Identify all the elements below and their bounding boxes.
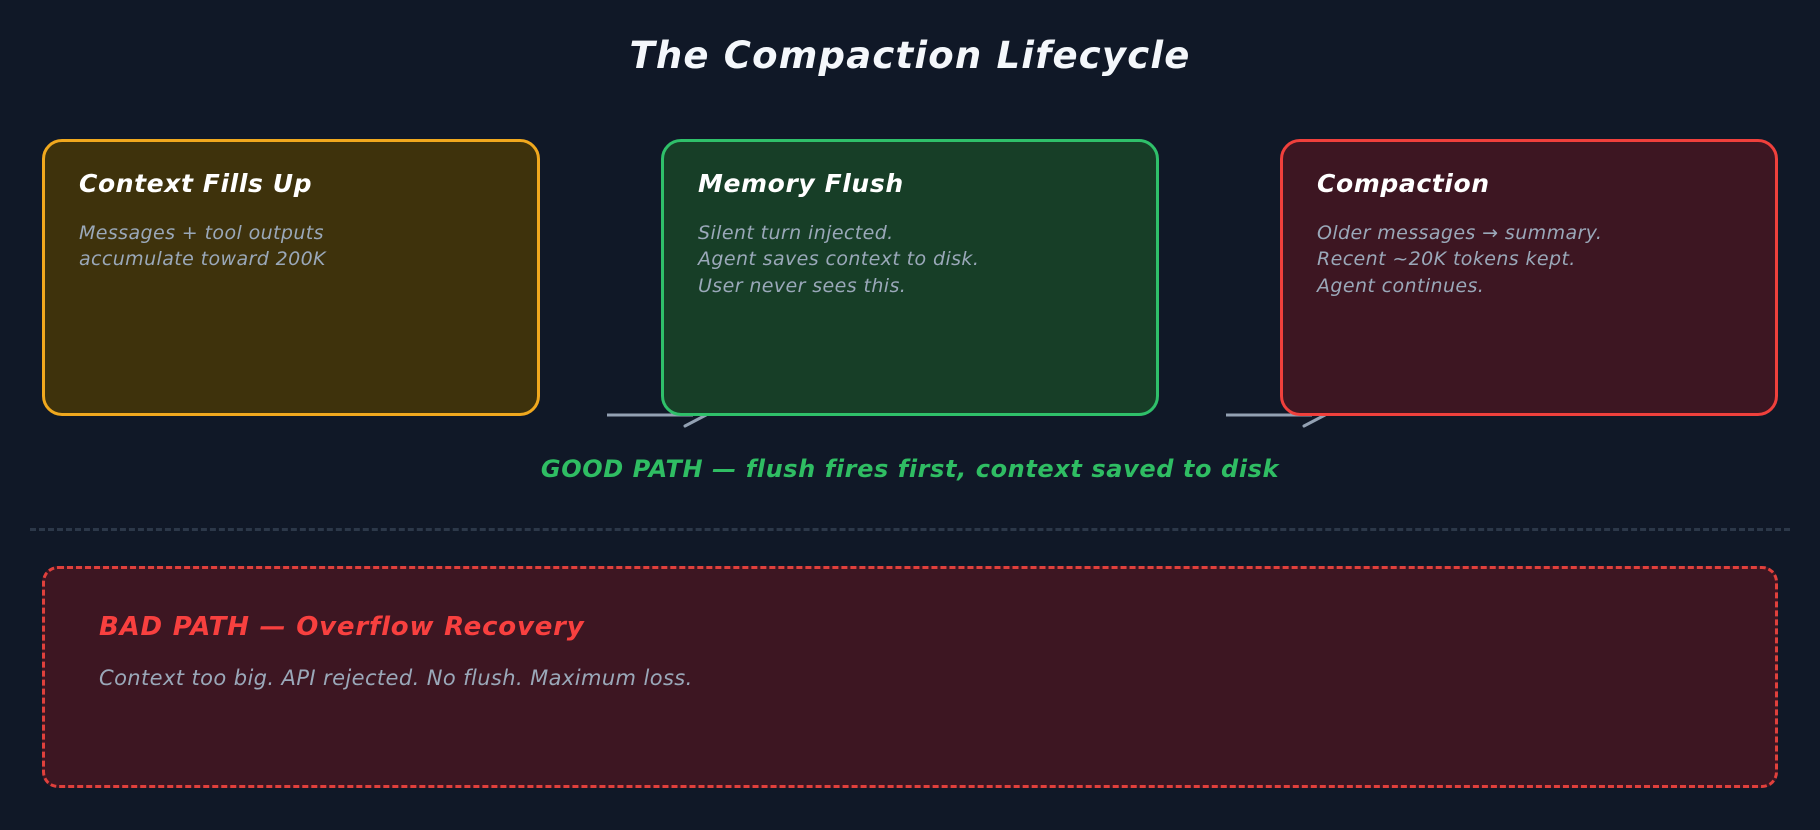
stage-row: Context Fills Up Messages + tool outputs…	[42, 139, 1778, 428]
stage-card-context-fills-up[interactable]: Context Fills Up Messages + tool outputs…	[42, 139, 540, 416]
stage-body: Silent turn injected. Agent saves contex…	[698, 220, 1122, 301]
section-divider	[30, 528, 1790, 531]
stage-body-line: Silent turn injected.	[698, 221, 894, 244]
stage-card-memory-flush[interactable]: Memory Flush Silent turn injected. Agent…	[661, 139, 1159, 416]
stage-card-compaction[interactable]: Compaction Older messages → summary. Rec…	[1280, 139, 1778, 416]
stage-body-line: Agent saves context to disk.	[698, 248, 980, 271]
stage-body: Older messages → summary. Recent ~20K to…	[1317, 220, 1741, 301]
bad-path-body: Context too big. API rejected. No flush.…	[99, 665, 693, 690]
bad-path-title: BAD PATH — Overflow Recovery	[99, 612, 585, 642]
stage-body-line: Older messages → summary.	[1317, 221, 1603, 244]
stage-title: Compaction	[1317, 169, 1490, 198]
good-path-caption: GOOD PATH — flush fires first, context s…	[540, 455, 1280, 483]
stage-body-line: Agent continues.	[1317, 275, 1485, 298]
stage-body-line: User never sees this.	[698, 275, 907, 298]
stage-body-line: accumulate toward 200K	[79, 248, 326, 271]
stage-body-line: Messages + tool outputs	[79, 221, 324, 244]
bad-path-panel[interactable]: BAD PATH — Overflow Recovery Context too…	[42, 566, 1778, 788]
stage-title: Memory Flush	[698, 169, 904, 198]
stage-body-line: Recent ~20K tokens kept.	[1317, 248, 1576, 271]
page-title: The Compaction Lifecycle	[629, 34, 1191, 77]
stage-title: Context Fills Up	[79, 169, 313, 198]
stage-body: Messages + tool outputs accumulate towar…	[79, 220, 503, 274]
